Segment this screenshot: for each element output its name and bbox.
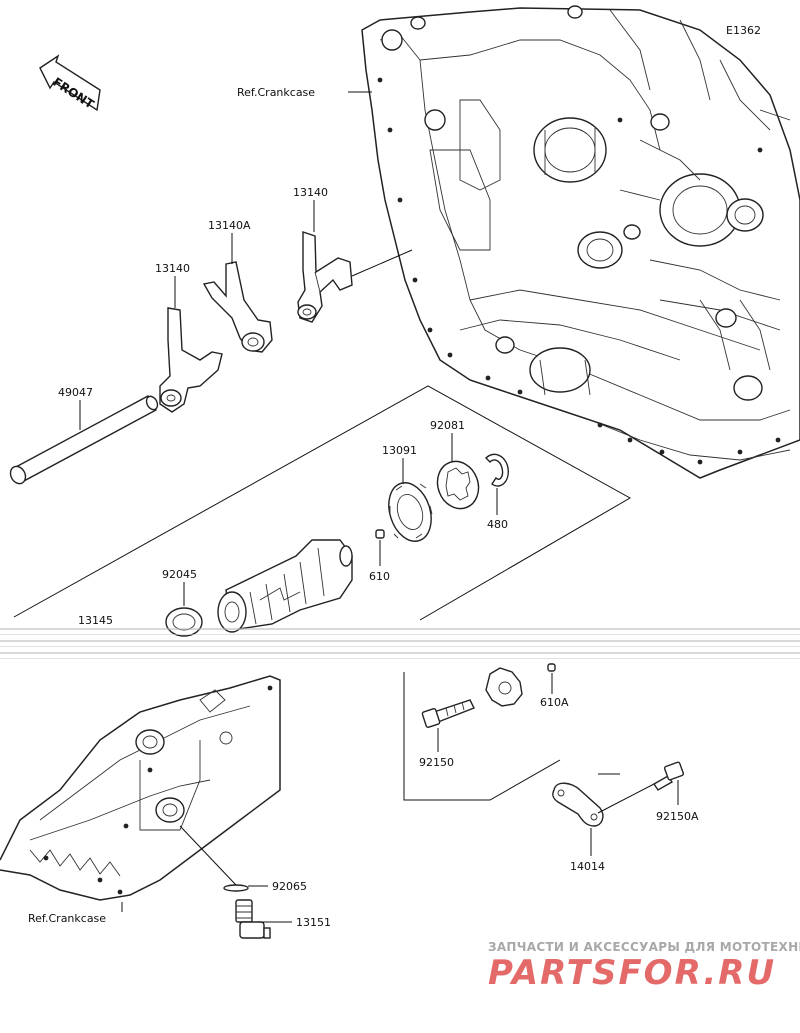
part-13140-left-label: 13140	[155, 262, 190, 275]
crankcase-upper	[361, 5, 800, 479]
drum-group-frame	[13, 385, 632, 621]
part-92150-label: 92150	[419, 756, 454, 769]
part-14014-label: 14014	[570, 860, 605, 873]
shift-rod-49047	[9, 395, 159, 485]
part-610-label: 610	[369, 570, 390, 583]
part-610-pin	[375, 529, 385, 539]
ref-crankcase-top-label: Ref.Crankcase	[237, 86, 315, 99]
part-13140-right-label: 13140	[293, 186, 328, 199]
part-92081-plate	[436, 460, 480, 510]
part-13091-plate	[388, 482, 433, 542]
part-610A-label: 610A	[540, 696, 569, 709]
part-92081-label: 92081	[430, 419, 465, 432]
shift-fork-13140A	[202, 261, 273, 353]
scan-noise-band	[0, 628, 800, 659]
part-92065-washer	[223, 884, 249, 892]
ref-crankcase-bottom-label: Ref.Crankcase	[28, 912, 106, 925]
watermark-tagline: ЗАПЧАСТИ И АКСЕССУАРЫ ДЛЯ МОТОТЕХНИКИ	[488, 940, 800, 954]
part-14014-lever	[552, 782, 604, 827]
part-480-label: 480	[487, 518, 508, 531]
drum-bracket-frame	[403, 672, 561, 801]
part-13091-label: 13091	[382, 444, 417, 457]
front-arrow-icon: FRONT	[39, 54, 101, 112]
shift-drum-13145	[217, 539, 353, 633]
part-13151-sensor	[235, 899, 271, 939]
part-13151-label: 13151	[296, 916, 331, 929]
part-13145-label: 13145	[78, 614, 113, 627]
part-92045-label: 92045	[162, 568, 197, 581]
part-92045-bearing	[165, 607, 203, 637]
part-13140A-label: 13140A	[208, 219, 251, 232]
part-92150A-label: 92150A	[656, 810, 699, 823]
part-92065-label: 92065	[272, 880, 307, 893]
part-49047-label: 49047	[58, 386, 93, 399]
watermark-logo: PARTSFOR.RU	[488, 953, 776, 993]
part-480-circlip	[485, 453, 509, 487]
shift-fork-13140-right	[297, 231, 353, 323]
part-92150A-bolt	[653, 761, 685, 791]
shift-fork-13140-left	[159, 307, 223, 413]
part-610A-star	[485, 663, 556, 707]
part-92150-bolt	[421, 699, 475, 728]
crankcase-lower	[0, 675, 281, 901]
diagram-id: E1362	[726, 24, 761, 37]
